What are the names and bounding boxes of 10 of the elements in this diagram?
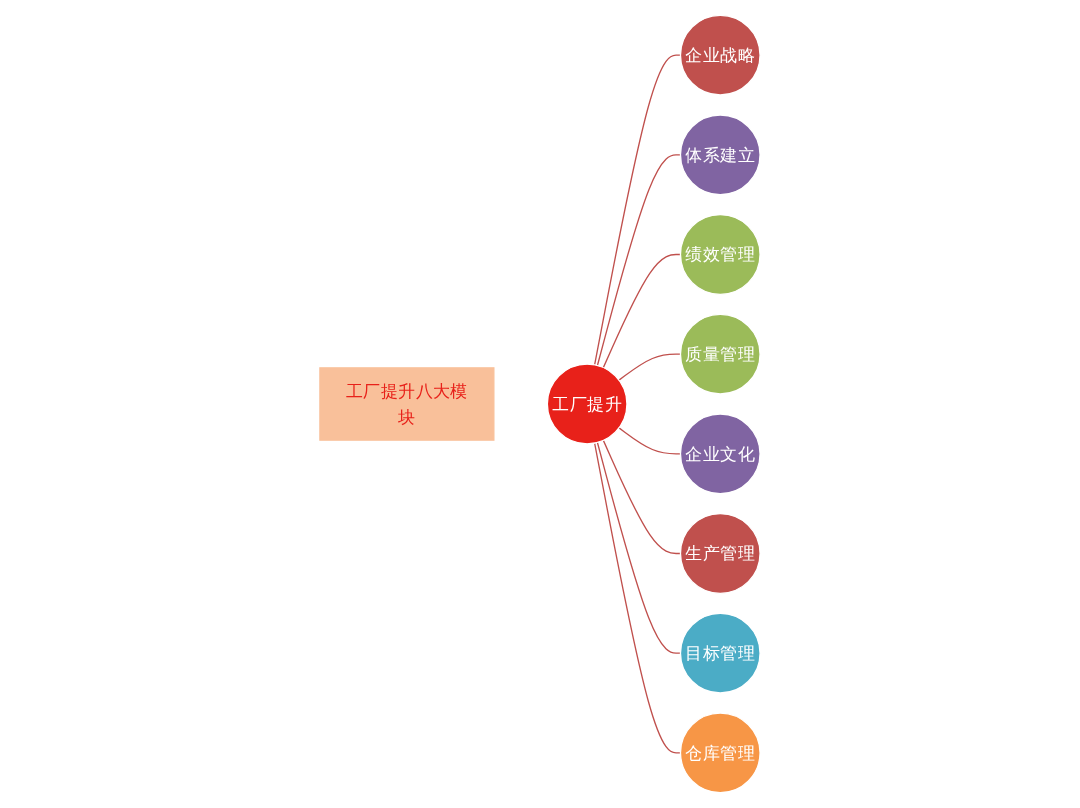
node-circle: 体系建立 xyxy=(679,114,761,196)
node-circle: 绩效管理 xyxy=(679,214,761,295)
node-circle: 仓库管理 xyxy=(679,712,761,794)
node-circle: 生产管理 xyxy=(679,513,761,594)
node-circle: 质量管理 xyxy=(679,313,761,395)
node-circle: 目标管理 xyxy=(679,612,761,694)
node-circle: 企业文化 xyxy=(679,413,761,495)
node-box: 工厂提升八大模块 xyxy=(319,367,495,441)
node-circle: 工厂提升 xyxy=(546,363,628,445)
node-circle: 企业战略 xyxy=(679,14,761,96)
